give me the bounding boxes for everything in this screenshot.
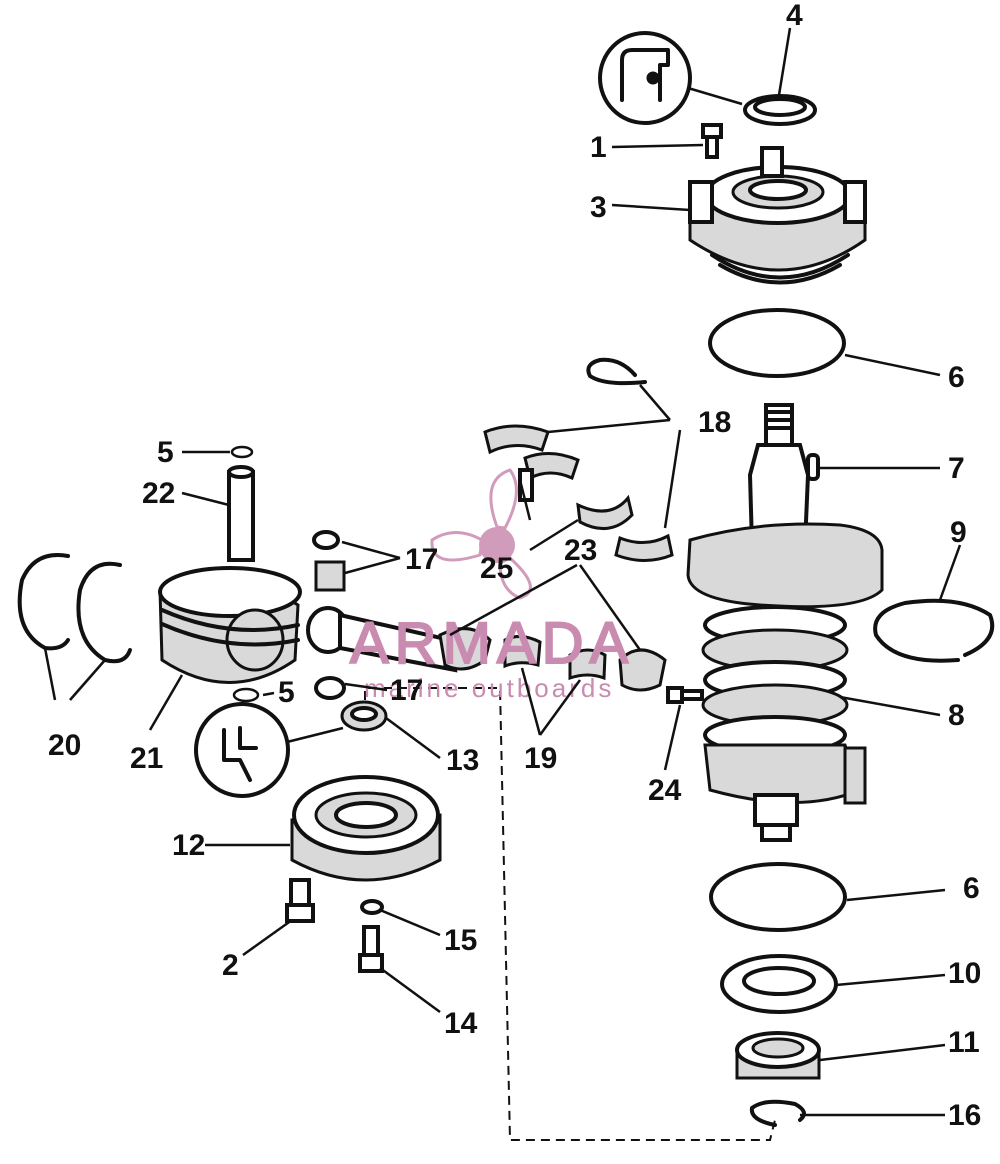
part-20-piston-rings — [17, 553, 132, 664]
part-6-o-ring-lower — [709, 862, 847, 932]
part-8-crankshaft — [686, 403, 884, 842]
watermark-brand: ARMADA — [350, 611, 634, 676]
part-5-clip-upper — [230, 445, 254, 459]
part-11-ball-bearing — [735, 1031, 821, 1080]
part-14-screw — [358, 925, 384, 973]
callout-numbers: 4 1 3 6 18 7 9 8 6 10 11 16 5 22 17 25 2… — [48, 0, 981, 1132]
part-21-piston — [158, 566, 302, 684]
callout-24: 24 — [648, 774, 682, 807]
callout-17-upper: 17 — [405, 543, 438, 576]
part-19-bearing-cages — [503, 635, 607, 681]
seal-detail-callout-bottom — [194, 702, 344, 798]
callout-9: 9 — [950, 516, 967, 549]
part-23-bearing-cage — [576, 494, 634, 531]
callout-2: 2 — [222, 949, 239, 982]
callout-18: 18 — [698, 406, 731, 439]
part-1-screw — [701, 123, 723, 159]
part-15-washer — [360, 899, 384, 915]
part-2-bolt — [285, 878, 315, 923]
callout-21: 21 — [130, 742, 163, 775]
callout-3: 3 — [590, 191, 607, 224]
callout-10: 10 — [948, 957, 981, 990]
callout-7: 7 — [948, 452, 965, 485]
callout-13: 13 — [446, 744, 479, 777]
part-13-lower-seal — [340, 700, 388, 732]
part-18-retaining-rings — [483, 357, 674, 562]
callout-14: 14 — [444, 1007, 478, 1040]
leader-lines — [43, 27, 962, 1117]
callout-15: 15 — [444, 924, 477, 957]
part-25-bearing-halves — [518, 452, 580, 502]
part-10-washer — [720, 954, 838, 1014]
callout-8: 8 — [948, 699, 965, 732]
part-9-retaining-ring — [873, 598, 995, 663]
callout-12: 12 — [172, 829, 205, 862]
callout-17-lower: 17 — [390, 674, 423, 707]
part-12-lower-bearing-housing — [290, 775, 442, 882]
part-24-cap-screw — [666, 686, 704, 704]
part-3-upper-bearing-housing — [688, 146, 867, 285]
callout-1: 1 — [590, 131, 607, 164]
callout-25: 25 — [480, 552, 513, 585]
callout-16: 16 — [948, 1099, 981, 1132]
callout-4: 4 — [786, 0, 803, 32]
callout-19: 19 — [524, 742, 557, 775]
callout-20: 20 — [48, 729, 81, 762]
watermark-logo — [430, 468, 532, 600]
dashed-assembly-path — [364, 687, 776, 1141]
part-4-seal — [743, 94, 817, 126]
part-16-snap-ring — [749, 1099, 806, 1127]
rod-cap — [618, 648, 667, 692]
part-6-o-ring-upper — [708, 308, 846, 378]
seal-detail-callout-top — [598, 31, 743, 125]
part-22-piston-pin — [227, 465, 255, 562]
watermark-tagline: marine outboards — [364, 673, 614, 703]
callout-5-lower: 5 — [278, 676, 295, 709]
callout-22: 22 — [142, 477, 175, 510]
callout-6-lower: 6 — [963, 872, 980, 905]
callout-11: 11 — [948, 1026, 980, 1059]
part-5-clip-lower — [232, 687, 260, 703]
callout-5-upper: 5 — [157, 436, 174, 469]
callout-6-upper: 6 — [948, 361, 965, 394]
part-17-needle-bearings — [312, 530, 346, 700]
callout-23: 23 — [564, 534, 597, 567]
connecting-rod — [306, 606, 492, 673]
